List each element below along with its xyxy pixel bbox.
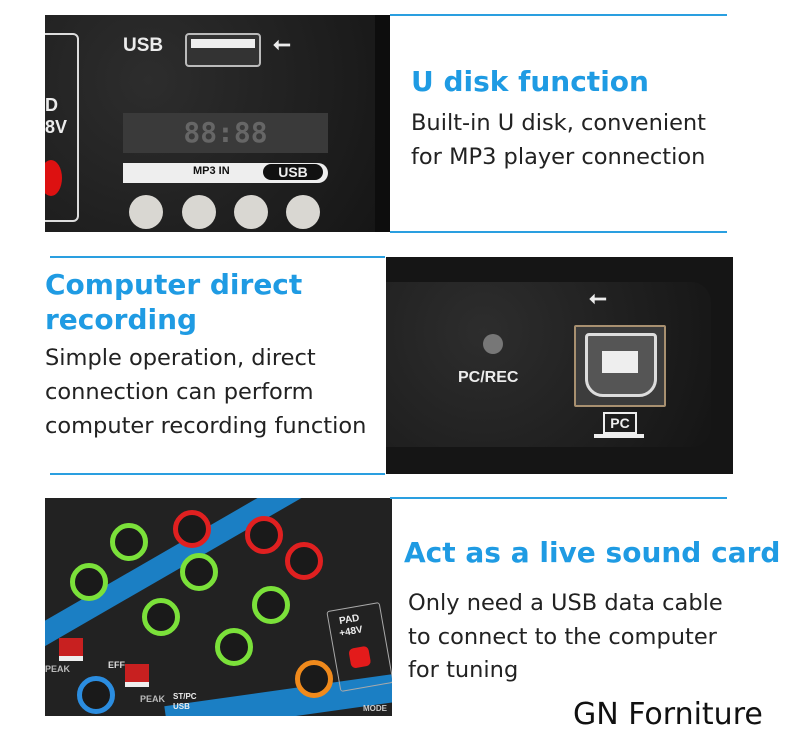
eq-knob xyxy=(180,553,218,591)
divider xyxy=(50,473,385,475)
player-button xyxy=(182,195,216,229)
player-button xyxy=(286,195,320,229)
panel-frame xyxy=(45,33,79,222)
gain-knob xyxy=(70,563,108,601)
section-body: computer recording function xyxy=(45,413,367,439)
pc-rec-label: PC/REC xyxy=(458,369,519,386)
eq-knob xyxy=(252,586,290,624)
section-body: to connect to the computer xyxy=(408,624,717,650)
mode-label: MODE xyxy=(363,704,387,713)
mixer-knobs-photo: EFF PEAK PEAK ST/PC USB PAD +48V MODE xyxy=(45,498,392,716)
pad-button xyxy=(348,645,372,669)
trim-knob xyxy=(173,510,211,548)
player-button xyxy=(129,195,163,229)
mp3-in-label: MP3 IN xyxy=(193,165,230,177)
pc-rec-led xyxy=(483,334,503,354)
section-body: connection can perform xyxy=(45,379,314,405)
section-body: Only need a USB data cable xyxy=(408,590,723,616)
laptop-icon xyxy=(594,434,644,438)
panel-edge xyxy=(375,15,390,232)
divider xyxy=(390,14,727,16)
divider xyxy=(50,256,385,258)
peak-label: PEAK xyxy=(140,694,166,704)
divider xyxy=(390,231,727,233)
usb-badge: USB xyxy=(263,164,323,180)
side-text: 8V xyxy=(45,117,68,137)
section-heading: Act as a live sound card xyxy=(404,536,781,569)
usb-label: USB xyxy=(123,35,164,56)
stpc-label: ST/PC xyxy=(173,692,197,701)
eq-knob xyxy=(215,628,253,666)
section-body: Simple operation, direct xyxy=(45,345,316,371)
eff-label: EFF xyxy=(108,660,125,670)
section-body: for MP3 player connection xyxy=(411,144,706,170)
section-body: Built-in U disk, convenient xyxy=(411,110,707,136)
section-heading: recording xyxy=(45,303,198,336)
pc-label: PC xyxy=(603,412,637,434)
pc-rec-panel-photo: PC/REC ⭠ PC xyxy=(386,257,733,474)
gain-knob xyxy=(110,523,148,561)
fx-knob xyxy=(77,676,115,714)
mp3-usb-strip: MP3 IN USB xyxy=(123,163,328,183)
eq-knob xyxy=(142,598,180,636)
section-body: for tuning xyxy=(408,657,519,683)
usb-b-port xyxy=(574,325,666,407)
divider xyxy=(390,497,727,499)
eff-button xyxy=(125,664,149,687)
red-button xyxy=(45,160,62,196)
usb-label: USB xyxy=(173,702,190,711)
side-text: D xyxy=(45,95,58,115)
peak-label: PEAK xyxy=(45,664,71,674)
pad-box: PAD +48V xyxy=(326,601,392,693)
led-display: 88:88 xyxy=(123,113,328,153)
trim-knob xyxy=(285,542,323,580)
usb-panel-photo: D 8V USB ⭠ 88:88 MP3 IN USB xyxy=(45,15,390,232)
trim-knob xyxy=(245,516,283,554)
usb-icon: ⭠ xyxy=(589,285,607,310)
eff-button xyxy=(59,638,83,661)
usb-icon: ⭠ xyxy=(273,31,291,56)
usb-port xyxy=(185,33,261,67)
section-heading: Computer direct xyxy=(45,268,303,301)
master-knob xyxy=(295,660,333,698)
player-button xyxy=(234,195,268,229)
section-heading: U disk function xyxy=(411,65,649,98)
watermark: GN Forniture xyxy=(573,697,763,732)
